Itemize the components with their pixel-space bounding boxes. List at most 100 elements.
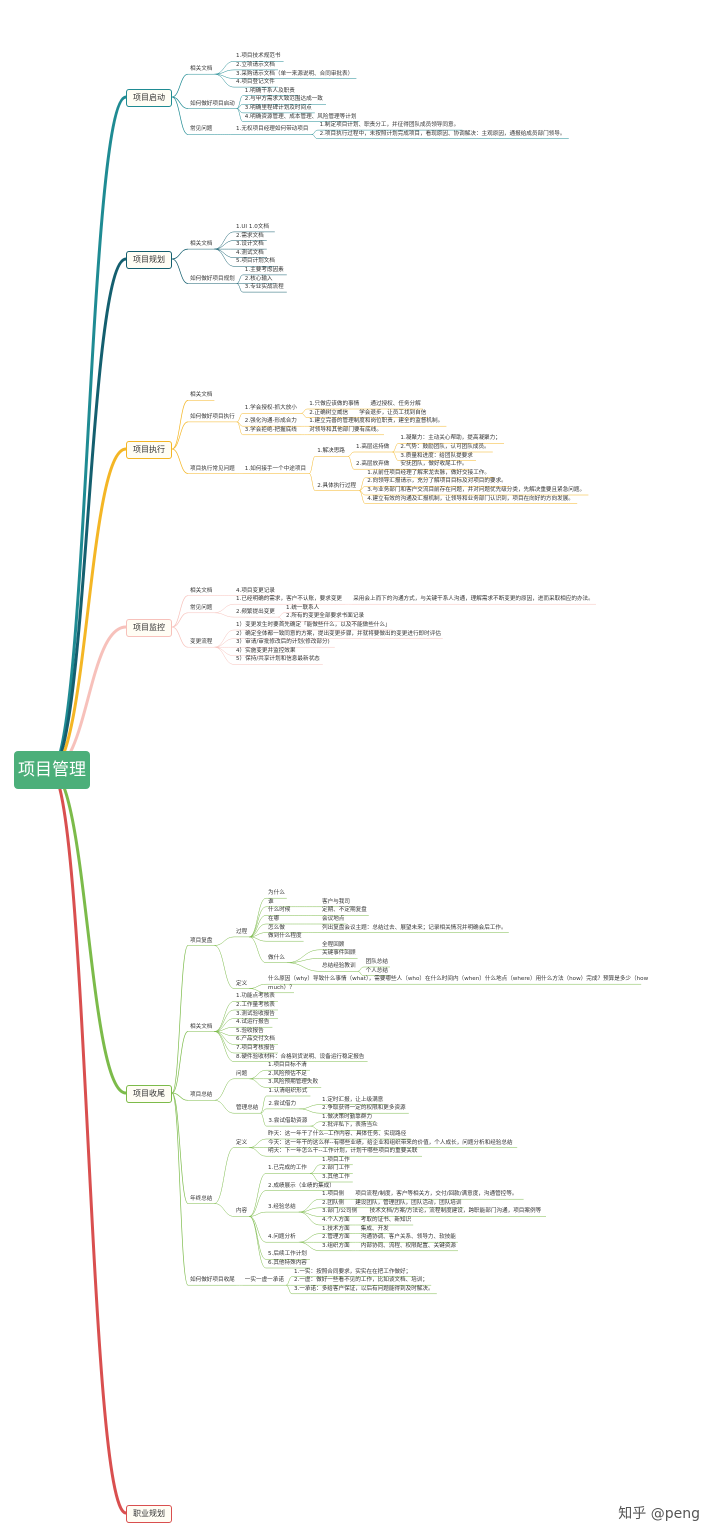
node-4-2-0-0[interactable]: 1.项目目标不清 (268, 1062, 307, 1069)
node-4-3-0-0[interactable]: 昨天：这一年干了什么--工作内容、具体任务、实现路径 (268, 1131, 407, 1137)
node-2-1-2-0[interactable]: 对领导和其他部门要有底线。 (309, 426, 382, 433)
node-2-1-1[interactable]: 2.强化沟通-形成合力 (244, 418, 297, 425)
node-1-0-1[interactable]: 2.需求文档 (236, 232, 264, 239)
node-0-0-1[interactable]: 2.立项请示文档 (236, 61, 275, 68)
node-4-0-0-4-0[interactable]: 列出复盘会议主题：总结过去、展望未来；记录相关情况并明确会后工作。 (322, 924, 507, 931)
node-4-0-0-5[interactable]: 做到什么程度 (268, 933, 302, 940)
node-1-1[interactable]: 如何做好项目规划 (190, 275, 235, 282)
node-2-1-0-0-0[interactable]: 通过授权、任务分解 (370, 401, 421, 407)
node-4-0-0-2-0[interactable]: 定期、不定期复盘 (322, 907, 367, 914)
node-4-3-1-0-2[interactable]: 3.其他工作 (322, 1174, 350, 1180)
node-1-1-1[interactable]: 2.核心输入 (244, 275, 273, 282)
node-4-3-0-1[interactable]: 今天：这一年干的这么样--有哪些业绩，给企业和组织带来的价值，个人成长，问题分析… (268, 1139, 513, 1146)
node-3-2-0[interactable]: 1）变更发生时要首先确定「能做些什么，以及不能做些什么」 (236, 622, 391, 628)
node-4-3-1-3-0-0[interactable]: 集成、开发 (360, 1225, 389, 1232)
node-4-2-1-0[interactable]: 1.认清组织形式 (268, 1088, 308, 1094)
node-4-2-0-2[interactable]: 3.风险预期管理失败 (268, 1079, 319, 1086)
node-3-2-3[interactable]: 4）实施变更并监控效果 (236, 647, 296, 654)
node-0-0-2[interactable]: 3.采购请示文档（单一来源说明、合同审批表） (236, 70, 354, 77)
node-3-1-0-0[interactable]: 采用会上而下的沟通方式，与关键干系人沟通，理解需求不断变更的原因，进而采取相应的… (353, 596, 594, 603)
node-2-2-0-1-3[interactable]: 4.建立有效的沟通及汇报机制，让领导和业务部门认识到，项目在向好的方向发展。 (367, 495, 574, 502)
node-1-1-0[interactable]: 1.主要考虑因素 (244, 266, 284, 273)
node-4-0-0-0[interactable]: 为什么 (268, 890, 285, 897)
node-4-0-0-6[interactable]: 做什么 (268, 954, 285, 961)
node-4-3-1[interactable]: 内容 (236, 1208, 248, 1215)
node-2-2[interactable]: 项目执行常见问题 (190, 465, 235, 472)
node-4-2-1-1-0[interactable]: 1.定时汇报，让上级满意 (322, 1096, 384, 1103)
node-2-1-0-1-0[interactable]: 学会退步，让员工找到自信 (359, 409, 427, 416)
node-1-1-2[interactable]: 3.专业实战流程 (244, 284, 284, 291)
node-4-2-0-1[interactable]: 2.风险预估不足 (268, 1070, 307, 1077)
node-4-0-1[interactable]: 定义 (236, 980, 248, 987)
node-4-1-5[interactable]: 6.产品交付文档 (236, 1036, 275, 1043)
node-2-2-0-1-1[interactable]: 2.向领导汇报请示，充分了解项目目标及对项目的要求。 (367, 478, 507, 485)
node-4-3-1-0-1[interactable]: 2.部门工作 (322, 1165, 350, 1172)
node-4-2-1-2-0[interactable]: 1.做决策时勤靠群力 (322, 1113, 373, 1120)
node-2-1[interactable]: 如何做好项目执行 (190, 413, 235, 420)
node-4-3-1-2-1-0[interactable]: 建设团队，管理团队，团队活动，团队培训 (355, 1199, 462, 1206)
node-2-2-0-1-2[interactable]: 3.与业务部门和客户交流目前存在问题，并对问题优先级分类，先解决重要且紧急问题。 (367, 487, 586, 493)
node-4-3-1-3-2[interactable]: 3.组织方面 (322, 1242, 350, 1249)
node-4-3[interactable]: 年终总结 (190, 1195, 213, 1202)
node-4-4-0[interactable]: 一实一虚一承诺 (244, 1277, 284, 1284)
node-3-1[interactable]: 常见问题 (190, 604, 213, 611)
node-4-0-0-6-1[interactable]: 关键事件回顾 (322, 950, 356, 957)
node-4-2-1-1-1[interactable]: 2.争取获得一定的权限和更多资源 (322, 1105, 406, 1112)
node-3-0-0[interactable]: 4.项目变更记录 (236, 587, 275, 594)
node-3-2-4[interactable]: 5）保持/共享计划和信息最新状态 (236, 656, 320, 663)
node-4-2-0[interactable]: 问题 (236, 1070, 248, 1077)
node-4-3-1-2-1[interactable]: 2.团队侧 (322, 1199, 345, 1206)
node-4-0-0[interactable]: 过程 (236, 928, 248, 935)
node-4-4-0-2[interactable]: 3.一承诺：多给客户保证，以后有问题能得到及时解决。 (294, 1285, 434, 1292)
node-2-1-0[interactable]: 1.学会授权-抓大放小 (244, 405, 297, 412)
node-4-1-1[interactable]: 2.工作量考核表 (236, 1002, 275, 1008)
node-2-1-0-0[interactable]: 1.只做应该做的事情 (309, 401, 360, 407)
node-4-3-1-3-2-0[interactable]: 内部协同、流程、权限配置、关键资源 (360, 1242, 456, 1249)
branch-2[interactable]: 项目执行 (126, 441, 172, 459)
node-4-4-0-1[interactable]: 2.一虚：做好一些看不见的工作，比如谈文档、培训； (294, 1277, 428, 1284)
node-4-3-0[interactable]: 定义 (236, 1139, 248, 1146)
node-0-0-0[interactable]: 1.项目技术规范书 (236, 53, 281, 60)
node-4-0-1-0[interactable]: 什么原因（why）导致什么事情（what），需要哪些人（who）在什么时间内（w… (268, 976, 649, 983)
node-1-0-3[interactable]: 4.测试文档 (236, 249, 264, 256)
node-4-1-0[interactable]: 1.功能点考核表 (236, 993, 275, 1000)
branch-1[interactable]: 项目规划 (126, 251, 172, 269)
node-1-0-2[interactable]: 3.设计文档 (236, 241, 264, 248)
node-2-2-0-0-0[interactable]: 1.高层运持做 (356, 444, 390, 450)
node-2-2-0-0-0-0[interactable]: 1.凝聚力：主动关心帮助，提高凝聚力； (400, 435, 501, 442)
node-4-1[interactable]: 相关文档 (190, 1023, 213, 1030)
node-4-0[interactable]: 项目复盘 (190, 937, 213, 944)
node-4-3-1-4[interactable]: 5.后续工作计划 (268, 1251, 307, 1258)
node-4-2-1[interactable]: 管理总结 (236, 1105, 259, 1112)
node-4-3-1-0[interactable]: 1.已完成的工作 (268, 1165, 307, 1172)
node-4-0-0-6-2[interactable]: 总结经验教训 (322, 963, 356, 970)
node-4-3-1-2-0[interactable]: 1.项目侧 (322, 1191, 345, 1198)
node-3-0[interactable]: 相关文档 (190, 587, 213, 594)
node-4-3-0-2[interactable]: 明天：下一年怎么干--工作计划，计划干哪些项目的重要关联 (268, 1148, 418, 1155)
node-4-3-1-0-0[interactable]: 1.项目工作 (322, 1156, 350, 1163)
node-4-4[interactable]: 如何做好项目收尾 (190, 1277, 235, 1284)
node-2-1-2[interactable]: 3.学会拒绝-把握底线 (244, 426, 297, 433)
node-4-0-0-4[interactable]: 怎么做 (268, 924, 285, 931)
node-0-2-0[interactable]: 1.无权项目经理如何带动项目 (236, 126, 309, 133)
node-4-4-0-0[interactable]: 1.一实：按照合同要求，实实在在把工作做好； (294, 1268, 412, 1275)
node-0-1-0[interactable]: 1.明确干系人及职责 (244, 87, 295, 94)
node-4-0-0-1-0[interactable]: 客户与我司 (322, 898, 350, 905)
node-4-3-1-3-1-0[interactable]: 沟通协调、客户关系、领导力、软技能 (360, 1234, 456, 1241)
node-4-3-1-3-1[interactable]: 2.管理方面 (322, 1234, 350, 1241)
node-4-1-4[interactable]: 5.验收报告 (236, 1027, 264, 1034)
node-0-0[interactable]: 相关文档 (190, 66, 213, 73)
node-2-2-0-0-1-0[interactable]: 安抚团队，做好收尾工作。 (400, 461, 468, 468)
node-0-2-0-0[interactable]: 1.制定项目计划、职责分工，并征得团队成员领导同意。 (319, 122, 460, 129)
node-2-2-0-1-0[interactable]: 1.从前任项目经理了解来龙去脉，做好交接工作。 (367, 469, 490, 476)
node-4-3-1-2-3[interactable]: 4.个人方面 (322, 1217, 350, 1223)
node-3-1-1[interactable]: 2.频繁提出变更 (236, 609, 275, 616)
node-4-3-1-2-0-0[interactable]: 项目流程/制度，客户等相关方，交付/回款/满意度，沟通管控等。 (355, 1191, 518, 1198)
node-4-0-0-6-0[interactable]: 全程回顾 (322, 941, 345, 948)
node-4-1-2[interactable]: 3.测试验收报告 (236, 1010, 275, 1017)
node-0-1[interactable]: 如何做好项目启动 (190, 100, 235, 107)
node-1-0-4[interactable]: 5.项目计划文档 (236, 258, 275, 265)
node-2-1-0-1[interactable]: 2.正确树立威信 (309, 409, 349, 416)
node-3-2[interactable]: 变更流程 (190, 639, 213, 646)
node-4-3-1-2-2[interactable]: 3.部门/公司侧 (322, 1208, 358, 1215)
